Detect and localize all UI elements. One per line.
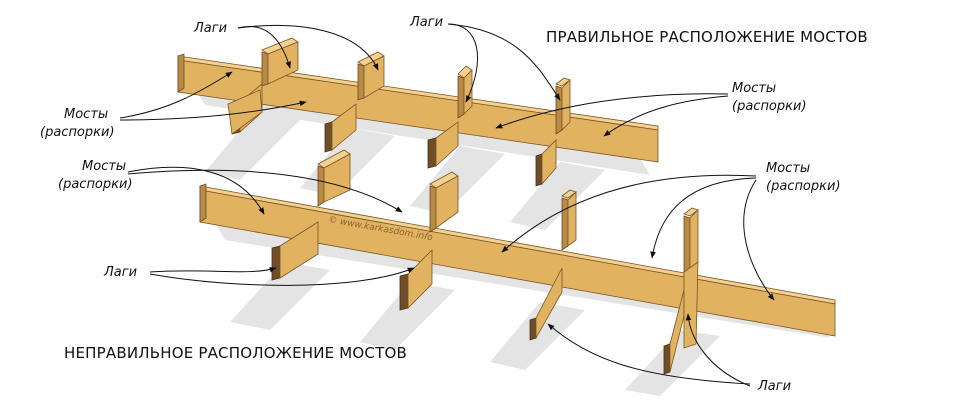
incorrect-joist-2	[399, 171, 459, 311]
label-bridges-mid-left-line2: (распорки)	[58, 177, 133, 192]
label-bridges-top-right-line2: (распорки)	[732, 99, 807, 114]
correct-joist-2	[324, 51, 385, 153]
label-joists-top-left: Лаги	[193, 21, 227, 36]
correct-bridge-board	[177, 53, 659, 163]
heading-incorrect: НЕПРАВИЛЬНОЕ РАСПОЛОЖЕНИЕ МОСТОВ	[64, 344, 407, 362]
leader-lines	[119, 23, 775, 387]
label-joists-bottom-left: Лаги	[103, 265, 137, 280]
label-bridges-top-right-line1: Мосты	[732, 81, 776, 96]
label-bridges-mid-left-line1: Мосты	[82, 159, 126, 174]
incorrect-joist-3	[529, 189, 577, 341]
label-bridges-right-line1: Мосты	[766, 161, 810, 176]
incorrect-joist-1	[271, 149, 351, 281]
label-bridges-right-line2: (распорки)	[766, 179, 841, 194]
label-joists-top-middle: Лаги	[409, 15, 443, 30]
label-bridges-top-left-line1: Мосты	[64, 107, 108, 122]
correct-assembly	[177, 37, 659, 230]
correct-joist-3	[427, 65, 473, 169]
heading-correct: ПРАВИЛЬНОЕ РАСПОЛОЖЕНИЕ МОСТОВ	[546, 28, 868, 46]
incorrect-joist-4	[663, 207, 699, 375]
labels: ПРАВИЛЬНОЕ РАСПОЛОЖЕНИЕ МОСТОВ НЕПРАВИЛЬ…	[40, 15, 868, 394]
correct-joist-1	[227, 37, 299, 135]
incorrect-bridge-board	[199, 183, 836, 337]
label-bridges-top-left-line2: (распорки)	[40, 125, 115, 140]
label-joists-bottom-right: Лаги	[757, 379, 791, 394]
incorrect-assembly: © www.karkasdom.info	[199, 149, 836, 396]
